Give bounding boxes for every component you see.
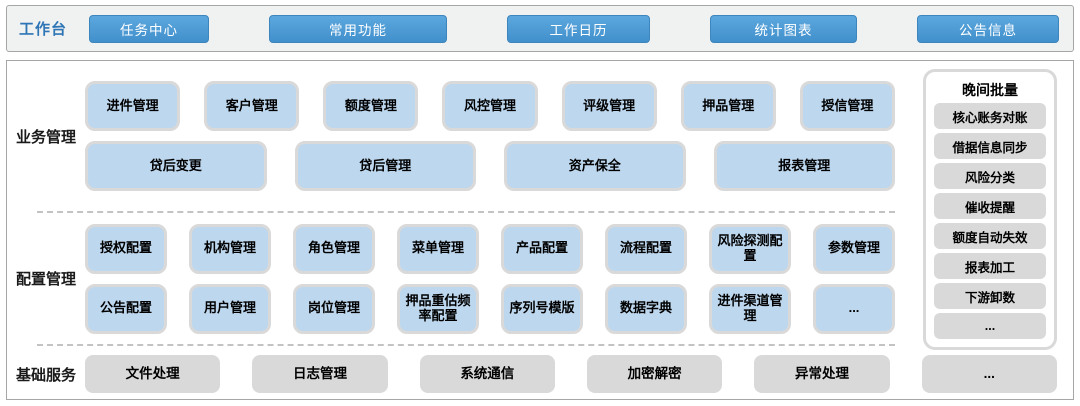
module-button[interactable]: 授权配置	[85, 223, 167, 274]
batch-item[interactable]: 下游卸数	[934, 283, 1046, 309]
module-button[interactable]: 流程配置	[605, 223, 687, 274]
module-button[interactable]: 机构管理	[189, 223, 271, 274]
module-button[interactable]: 贷后管理	[294, 141, 476, 191]
batch-item[interactable]: 催收提醒	[934, 193, 1046, 219]
module-button[interactable]: 押品重估频率配置	[397, 283, 479, 334]
workbench-tab[interactable]: 任务中心	[89, 14, 209, 43]
batch-item[interactable]: 风险分类	[934, 163, 1046, 189]
dashed-divider-2	[37, 344, 895, 346]
section-base-label: 基础服务	[15, 366, 76, 384]
section-base-body: 文件处理日志管理系统通信加密解密异常处理...	[85, 346, 1057, 402]
module-button[interactable]: 授信管理	[799, 81, 895, 131]
module-button[interactable]: 参数管理	[813, 223, 895, 274]
section-base: 基础服务 文件处理日志管理系统通信加密解密异常处理...	[7, 346, 1073, 402]
module-button[interactable]: 数据字典	[605, 283, 687, 334]
module-button[interactable]: 角色管理	[293, 223, 375, 274]
module-button[interactable]: 进件渠道管理	[709, 283, 791, 334]
module-button[interactable]: 公告配置	[85, 283, 167, 334]
module-button[interactable]: 贷后变更	[85, 141, 267, 191]
service-button[interactable]: 加密解密	[586, 355, 723, 393]
batch-item[interactable]: 核心账务对账	[934, 103, 1046, 129]
workbench-bar: 工作台 任务中心 常用功能 工作日历 统计图表 公告信息	[6, 5, 1074, 52]
workbench-tab[interactable]: 公告信息	[917, 14, 1059, 43]
module-button[interactable]: 进件管理	[85, 81, 181, 131]
section-config-body: 授权配置机构管理角色管理菜单管理产品配置流程配置风险探测配置参数管理 公告配置用…	[85, 213, 895, 344]
workbench-tab[interactable]: 常用功能	[269, 14, 447, 43]
batch-item[interactable]: 借据信息同步	[934, 133, 1046, 159]
module-button[interactable]: 额度管理	[323, 81, 419, 131]
night-batch-title: 晚间批量	[962, 82, 1018, 98]
service-button[interactable]: 异常处理	[754, 355, 890, 393]
service-button[interactable]: 系统通信	[419, 355, 555, 393]
workbench-tab[interactable]: 工作日历	[507, 14, 650, 43]
dashed-divider-1	[37, 211, 895, 213]
workbench-label: 工作台	[19, 21, 68, 38]
batch-item[interactable]: 报表加工	[934, 253, 1046, 279]
section-business-body: 进件管理客户管理额度管理风控管理评级管理押品管理授信管理 贷后变更贷后管理资产保…	[85, 61, 895, 211]
module-button[interactable]: 序列号模版	[501, 283, 583, 334]
section-config: 配置管理 授权配置机构管理角色管理菜单管理产品配置流程配置风险探测配置参数管理 …	[7, 213, 1073, 344]
business-row-2: 贷后变更贷后管理资产保全报表管理	[85, 141, 895, 191]
module-button[interactable]: 押品管理	[680, 81, 776, 131]
night-batch-panel: 晚间批量 核心账务对账借据信息同步风险分类催收提醒额度自动失效报表加工下游卸数.…	[923, 69, 1057, 350]
module-button[interactable]: 用户管理	[189, 283, 271, 334]
config-row-1: 授权配置机构管理角色管理菜单管理产品配置流程配置风险探测配置参数管理	[85, 223, 895, 274]
module-button[interactable]: 风控管理	[442, 81, 538, 131]
module-button[interactable]: 菜单管理	[397, 223, 479, 274]
service-button[interactable]: 日志管理	[252, 355, 388, 393]
base-row: 文件处理日志管理系统通信加密解密异常处理...	[85, 355, 1057, 393]
module-button[interactable]: 客户管理	[204, 81, 300, 131]
batch-item[interactable]: ...	[934, 313, 1046, 339]
module-button[interactable]: 风险探测配置	[709, 223, 791, 274]
module-button[interactable]: 报表管理	[713, 141, 895, 191]
module-button[interactable]: ...	[813, 283, 895, 334]
section-business: 业务管理 进件管理客户管理额度管理风控管理评级管理押品管理授信管理 贷后变更贷后…	[7, 61, 1073, 211]
batch-item[interactable]: 额度自动失效	[934, 223, 1046, 249]
workbench-tab[interactable]: 统计图表	[710, 14, 857, 43]
service-button[interactable]: 文件处理	[85, 355, 221, 393]
module-button[interactable]: 评级管理	[561, 81, 657, 131]
config-row-2: 公告配置用户管理岗位管理押品重估频率配置序列号模版数据字典进件渠道管理...	[85, 283, 895, 334]
business-row-1: 进件管理客户管理额度管理风控管理评级管理押品管理授信管理	[85, 81, 895, 131]
module-button[interactable]: 岗位管理	[293, 283, 375, 334]
main-panel: 业务管理 进件管理客户管理额度管理风控管理评级管理押品管理授信管理 贷后变更贷后…	[6, 60, 1074, 400]
workbench-tabs: 任务中心 常用功能 工作日历 统计图表 公告信息	[81, 14, 1061, 43]
service-button[interactable]: ...	[921, 355, 1057, 393]
section-config-label: 配置管理	[15, 271, 76, 288]
module-button[interactable]: 资产保全	[504, 141, 686, 191]
module-button[interactable]: 产品配置	[501, 223, 583, 274]
night-batch-items: 核心账务对账借据信息同步风险分类催收提醒额度自动失效报表加工下游卸数...	[934, 103, 1046, 339]
section-business-label: 业务管理	[15, 128, 76, 146]
